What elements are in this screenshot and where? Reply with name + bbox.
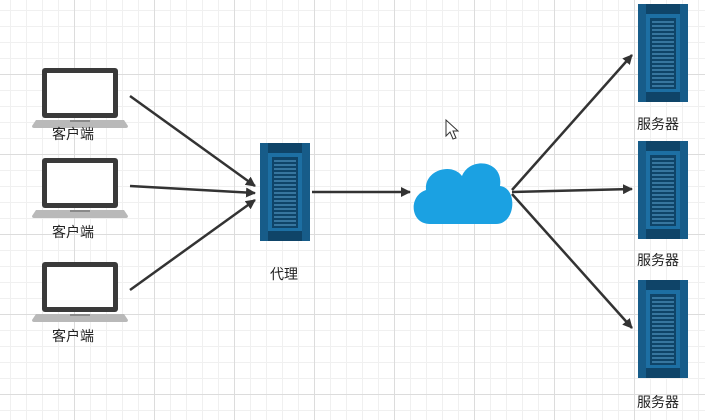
- edge-cloud-server2: [511, 184, 633, 195]
- server-label-2: 服务器: [637, 253, 679, 269]
- cloud-icon: [413, 163, 513, 224]
- laptop-icon: [32, 158, 128, 218]
- server-label-1: 服务器: [637, 117, 679, 133]
- proxy-label: 代理: [270, 267, 298, 283]
- edge-cloud-server1: [511, 54, 633, 191]
- client-label-2: 客户端: [52, 225, 94, 241]
- server-icon: [637, 140, 689, 240]
- proxy-server-icon: [259, 142, 311, 242]
- server-icon: [637, 3, 689, 103]
- laptop-icon: [32, 68, 128, 128]
- server-icon: [637, 279, 689, 379]
- mouse-pointer-icon: [445, 118, 460, 140]
- client-label-3: 客户端: [52, 329, 94, 345]
- client-label-1: 客户端: [52, 127, 94, 143]
- server-label-3: 服务器: [637, 395, 679, 411]
- edge-client2-proxy: [129, 184, 256, 198]
- edge-client3-proxy: [129, 198, 256, 292]
- edge-client1-proxy: [129, 94, 256, 188]
- laptop-icon: [32, 262, 128, 322]
- edge-cloud-server3: [511, 193, 633, 329]
